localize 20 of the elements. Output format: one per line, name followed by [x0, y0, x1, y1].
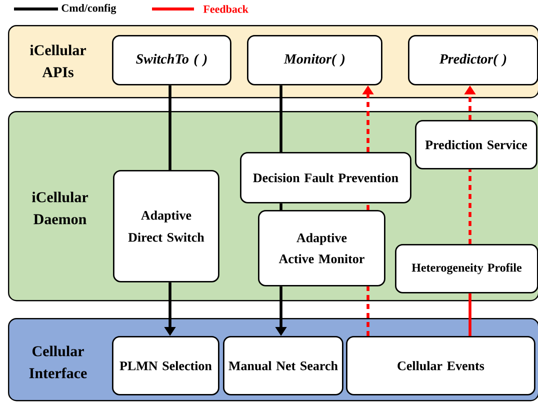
module-box: PLMN Selection [112, 336, 220, 396]
module-box: Decision Fault Prevention [240, 152, 412, 204]
connector-line [468, 169, 472, 244]
legend-item: Feedback [152, 5, 248, 13]
module-box: Prediction Service [415, 120, 538, 170]
connector-line [366, 286, 370, 336]
connector-line [280, 85, 282, 152]
api-box: Monitor( ) [247, 35, 382, 86]
connector-line [468, 293, 472, 336]
legend-item: Cmd/config [14, 4, 116, 14]
api-box: Predictor( ) [408, 35, 538, 86]
connector-line [280, 203, 282, 210]
connector-line [366, 203, 370, 210]
module-box: Adaptive Direct Switch [113, 170, 220, 282]
module-box: Adaptive Active Monitor [258, 210, 386, 286]
api-box: SwitchTo ( ) [112, 35, 232, 86]
module-box: Cellular Events [346, 336, 536, 396]
connector-line [168, 85, 172, 170]
module-box: Manual Net Search [223, 336, 344, 396]
module-box: Heterogeneity Profile [395, 244, 538, 294]
